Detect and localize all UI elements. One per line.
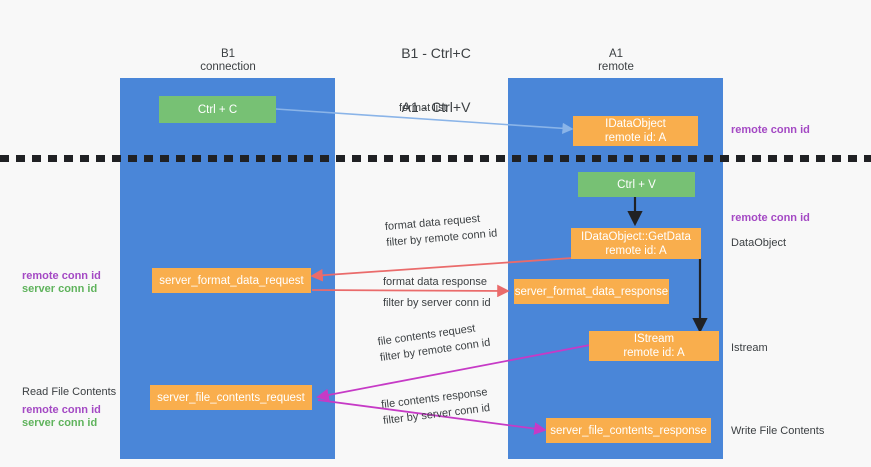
edge-label-file-contents-request: file contents request filter by remote c… bbox=[377, 320, 491, 365]
box-server-format-data-request-label: server_format_data_request bbox=[159, 274, 304, 287]
annotation-left-remote-conn-id: remote conn id bbox=[22, 269, 101, 283]
box-getdata-line2: remote id: A bbox=[605, 244, 667, 257]
column-header-a1-role: remote bbox=[598, 61, 634, 73]
box-server-file-contents-response-label: server_file_contents_response bbox=[550, 424, 707, 437]
edge-label-format-list-text: format list bbox=[399, 102, 447, 114]
box-idataobject[interactable]: IDataObject remote id: A bbox=[573, 116, 698, 146]
annotation-text: Istream bbox=[731, 342, 768, 354]
page-title: B1 - Ctrl+C A1 - Ctrl+V bbox=[336, 8, 536, 152]
box-ctrl-c-label: Ctrl + C bbox=[197, 103, 238, 116]
box-ctrl-c[interactable]: Ctrl + C bbox=[159, 96, 276, 123]
edge-label-file-contents-response: file contents response filter by server … bbox=[380, 385, 490, 428]
annotation-text: remote conn id bbox=[731, 124, 810, 136]
column-header-b1-role: connection bbox=[200, 61, 256, 73]
annotation-left-bottom-server-conn-id: server conn id bbox=[22, 416, 97, 430]
edge-label-format-data-request: format data request filter by remote con… bbox=[384, 210, 497, 250]
box-istream-line1: IStream bbox=[633, 333, 675, 345]
annotation-right-top-remote-conn-id: remote conn id bbox=[731, 123, 810, 137]
edge-label-format-data-response: format data response filter by server co… bbox=[383, 275, 491, 310]
column-header-a1: A1 remote bbox=[516, 48, 716, 74]
filter-key-remote-conn-id: remote conn id bbox=[424, 227, 498, 246]
annotation-text: remote conn id bbox=[22, 404, 101, 416]
annotation-text: Read File Contents bbox=[22, 386, 117, 398]
filter-key-server-conn-id: server conn id bbox=[421, 297, 491, 309]
annotation-dataobject: DataObject bbox=[731, 236, 786, 250]
filter-prefix: filter by bbox=[385, 233, 426, 250]
annotation-text: remote conn id bbox=[731, 212, 810, 224]
column-header-a1-name: A1 bbox=[608, 48, 624, 60]
edge-label-format-list: format list bbox=[399, 101, 447, 115]
box-ctrl-v[interactable]: Ctrl + V bbox=[578, 172, 695, 197]
box-istream-line2: remote id: A bbox=[623, 347, 685, 359]
box-getdata-line1: IDataObject::GetData bbox=[581, 230, 691, 243]
box-ctrl-v-label: Ctrl + V bbox=[617, 178, 656, 191]
annotation-text: Write File Contents bbox=[731, 425, 825, 437]
edge-label-format-data-response-filter: filter by server conn id bbox=[383, 296, 491, 310]
column-header-b1: B1 connection bbox=[128, 48, 328, 74]
annotation-left-server-conn-id: server conn id bbox=[22, 282, 97, 296]
page-title-line1: B1 - Ctrl+C bbox=[401, 45, 471, 61]
annotation-text: server conn id bbox=[22, 417, 98, 429]
annotation-text: DataObject bbox=[731, 237, 787, 249]
box-istream[interactable]: IStream remote id: A bbox=[589, 331, 719, 361]
box-server-file-contents-response[interactable]: server_file_contents_response bbox=[546, 418, 711, 443]
divider-dashed-line bbox=[0, 155, 871, 162]
box-server-file-contents-request-label: server_file_contents_request bbox=[157, 391, 305, 404]
filter-prefix: filter by bbox=[383, 297, 422, 309]
box-server-format-data-request[interactable]: server_format_data_request bbox=[152, 268, 311, 293]
box-idataobject-getdata[interactable]: IDataObject::GetData remote id: A bbox=[571, 228, 701, 259]
box-server-file-contents-request[interactable]: server_file_contents_request bbox=[150, 385, 312, 410]
annotation-read-file-contents: Read File Contents bbox=[22, 385, 116, 399]
annotation-write-file-contents: Write File Contents bbox=[731, 424, 824, 438]
box-server-format-data-response[interactable]: server_format_data_response bbox=[514, 279, 669, 304]
filter-prefix: filter by bbox=[382, 410, 423, 428]
column-header-b1-name: B1 bbox=[220, 48, 236, 60]
box-idataobject-line2: remote id: A bbox=[604, 132, 667, 144]
annotation-right-mid-remote-conn-id: remote conn id bbox=[731, 211, 810, 225]
box-idataobject-line1: IDataObject bbox=[605, 118, 666, 130]
annotation-text: server conn id bbox=[22, 283, 98, 295]
edge-label-format-data-response-text: format data response bbox=[383, 276, 487, 288]
box-server-format-data-response-label: server_format_data_response bbox=[514, 285, 669, 298]
filter-prefix: filter by bbox=[379, 346, 420, 365]
annotation-text: remote conn id bbox=[22, 270, 101, 282]
annotation-istream: Istream bbox=[731, 341, 768, 355]
annotation-left-bottom-remote-conn-id: remote conn id bbox=[22, 403, 101, 417]
